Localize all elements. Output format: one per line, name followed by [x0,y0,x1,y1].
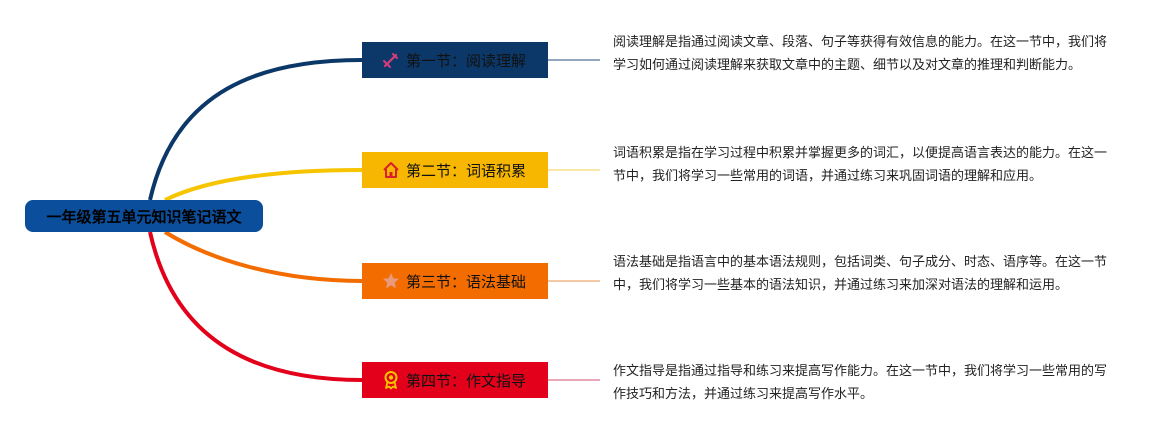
section-label-writing: 第四节：作文指导 [406,371,527,390]
root-node[interactable]: 一年级第五单元知识笔记语文 [25,200,263,232]
branch-line-1 [148,58,363,201]
section-label-grammar: 第三节：语法基础 [406,272,527,291]
medal-icon [380,369,402,391]
branch-line-3 [163,230,363,283]
section-description-writing: 作文指导是指通过指导和练习来提高写作能力。在这一节中，我们将学习一些常用的写作技… [613,364,1108,402]
branch-line-2 [164,168,363,202]
section-description-grammar: 语法基础是指语言中的基本语法规则，包括词类、句子成分、时态、语序等。在这一节中，… [613,255,1108,293]
section-label-vocabulary: 第二节：词语积累 [406,161,527,180]
section-node-reading[interactable]: 第一节：阅读理解 [362,42,548,78]
section-label-reading: 第一节：阅读理解 [406,51,527,70]
root-label: 一年级第五单元知识笔记语文 [46,207,242,226]
section-description-vocabulary: 词语积累是指在学习过程中积累并掌握更多的词汇，以便提高语言表达的能力。在这一节中… [613,146,1108,184]
star-icon [380,270,402,292]
branch-line-4 [148,231,363,382]
section-node-writing[interactable]: 第四节：作文指导 [362,362,548,398]
section-node-grammar[interactable]: 第三节：语法基础 [362,263,548,299]
home-icon [380,159,402,181]
sword-icon [380,49,402,71]
section-node-vocabulary[interactable]: 第二节：词语积累 [362,152,548,188]
section-description-reading: 阅读理解是指通过阅读文章、段落、句子等获得有效信息的能力。在这一节中，我们将学习… [613,35,1108,73]
